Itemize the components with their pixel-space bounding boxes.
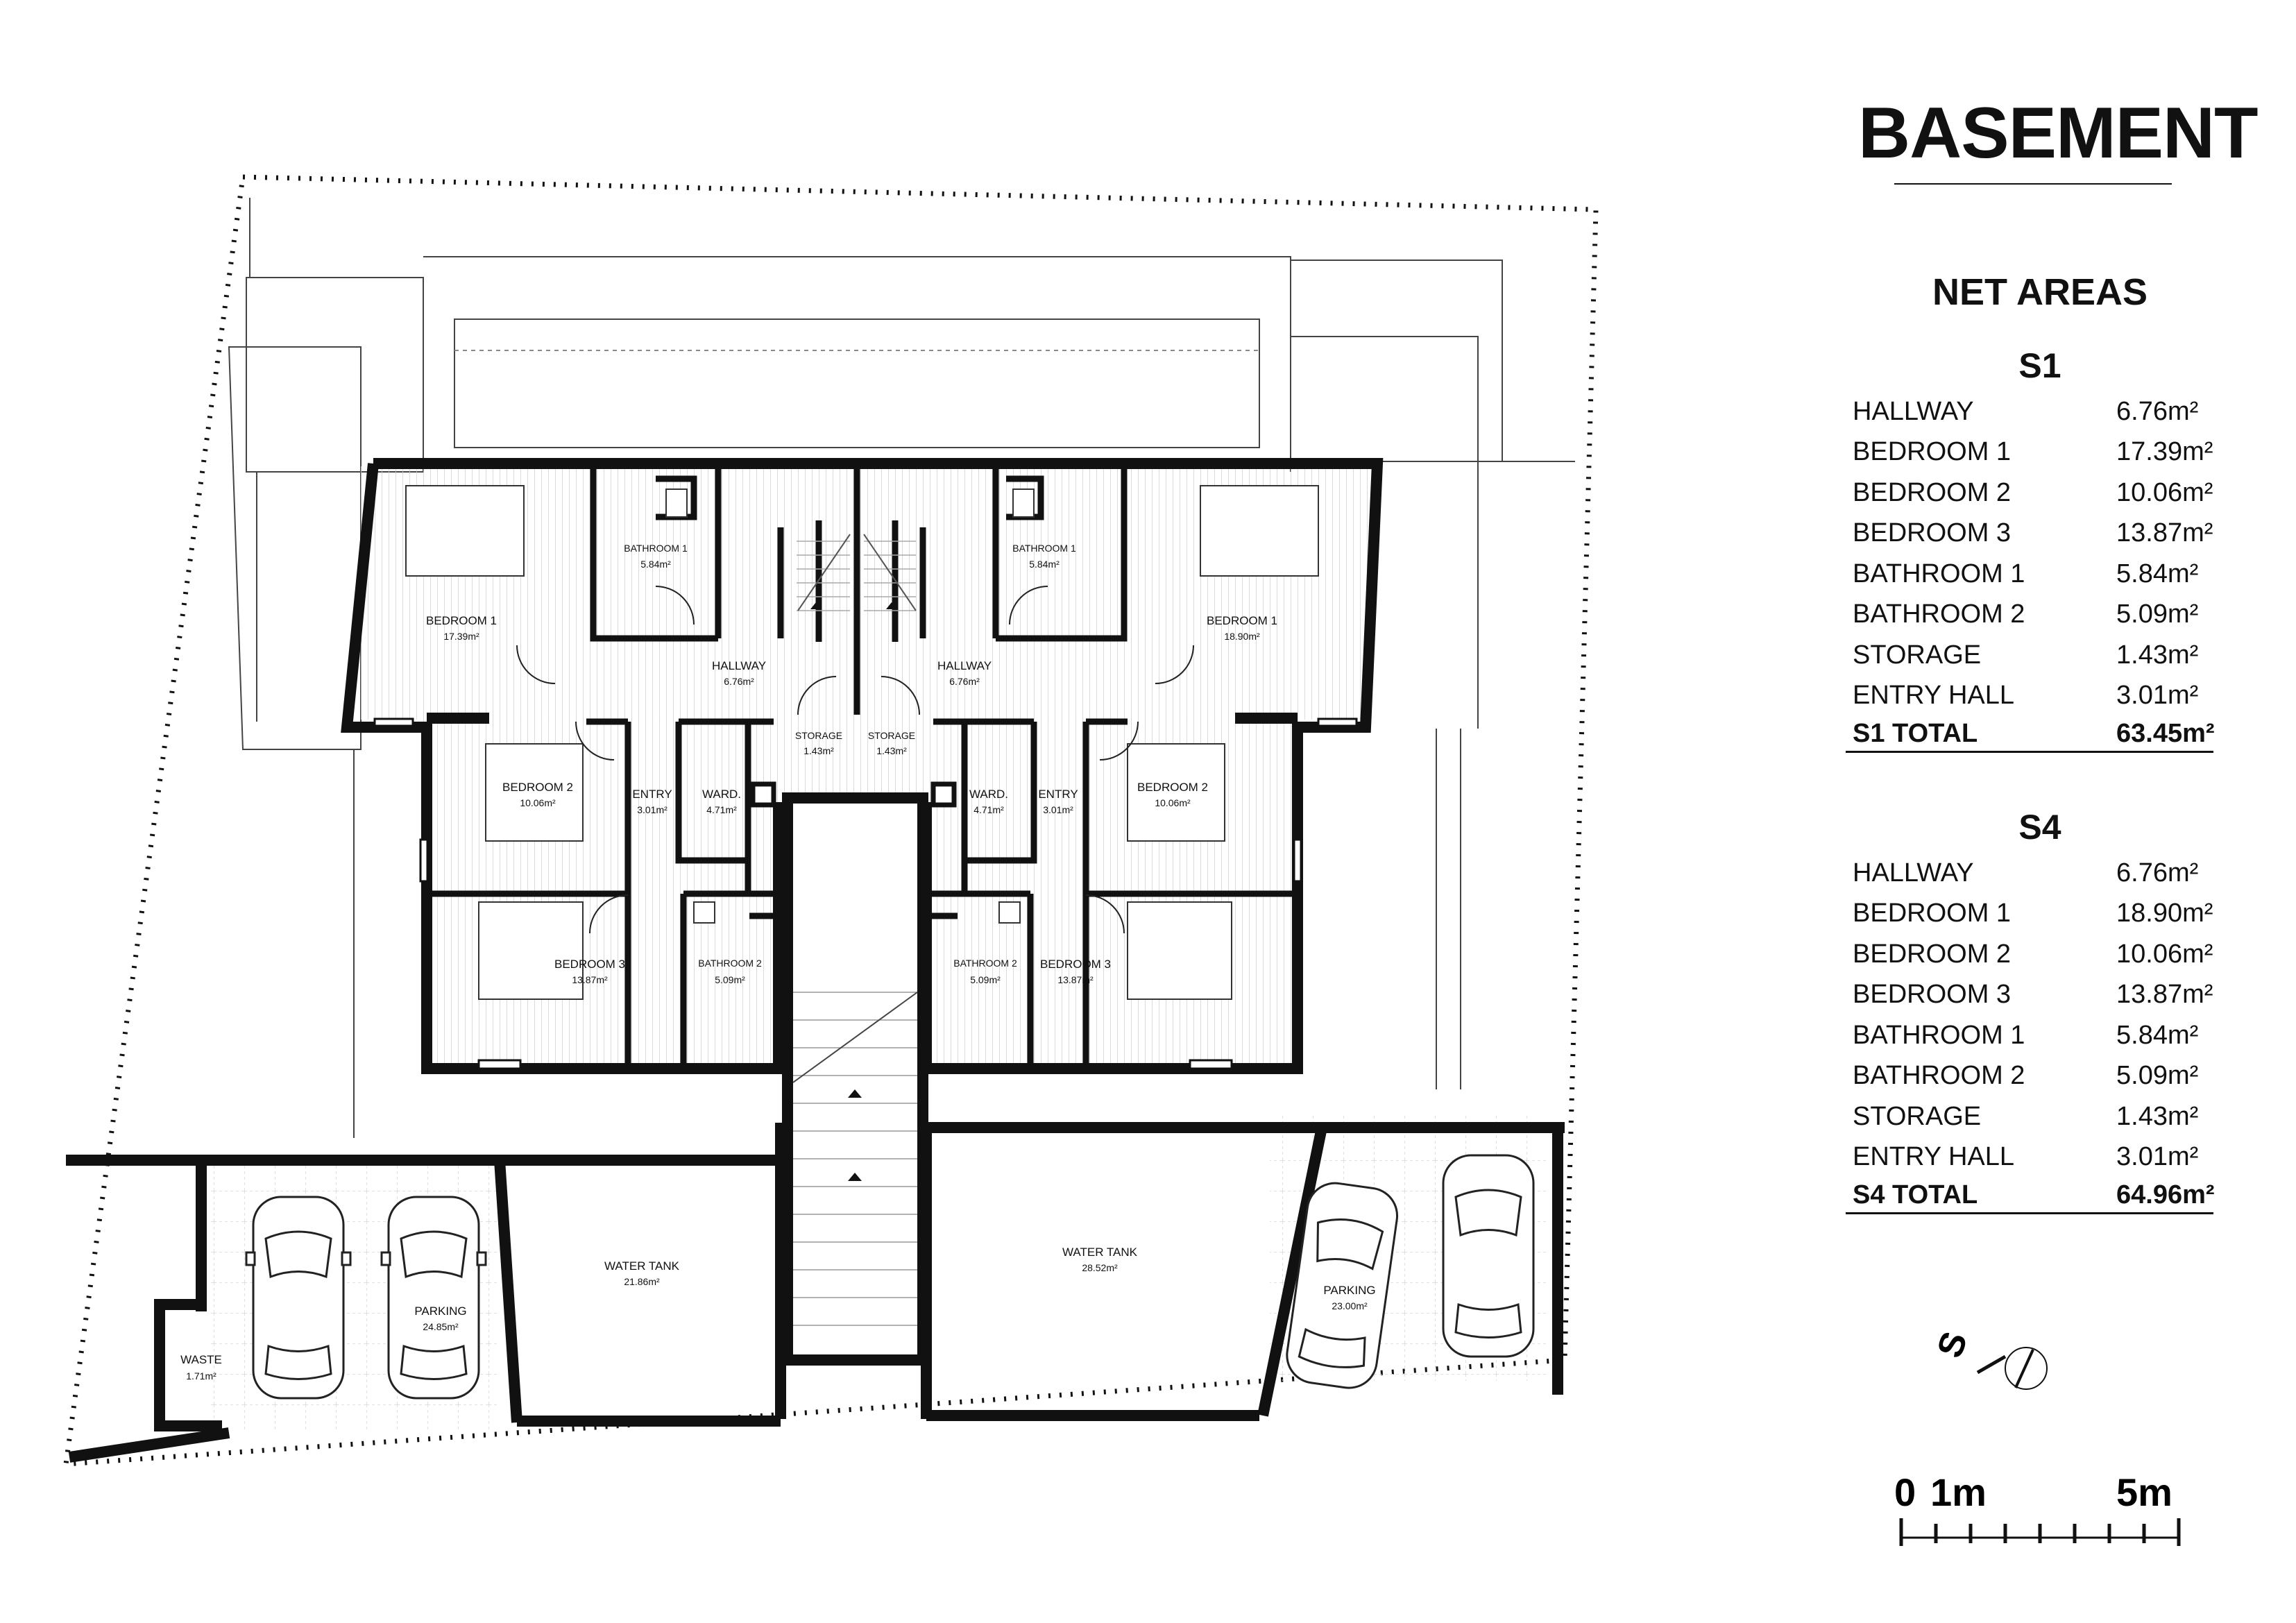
scale-1m: 1m — [1930, 1471, 1987, 1514]
label-l-storage: STORAGE — [795, 730, 842, 741]
label-r-ward: WARD. — [969, 788, 1008, 801]
area-l-bedroom-1: 17.39m² — [443, 631, 479, 642]
area-parking-right: 23.00m² — [1332, 1300, 1368, 1311]
area-l-storage: 1.43m² — [803, 745, 834, 756]
label-parking-right: PARKING — [1323, 1284, 1375, 1297]
furniture — [405, 485, 1319, 1000]
label-r-bedroom-2: BEDROOM 2 — [1137, 781, 1208, 794]
landscape-lines — [228, 198, 1575, 1138]
label-r-bedroom-3: BEDROOM 3 — [1040, 958, 1111, 971]
label-waste: WASTE — [180, 1353, 222, 1366]
drawing-title: BASEMENT — [1858, 93, 2259, 173]
title-underline — [1894, 183, 2172, 185]
north-arrow-icon: S — [1930, 1327, 2048, 1390]
label-l-ward: WARD. — [702, 788, 741, 801]
scale-5m: 5m — [2116, 1471, 2172, 1514]
area-r-entry: 3.01m² — [1043, 804, 1073, 815]
cars — [245, 1154, 1535, 1400]
windows — [373, 717, 1358, 1070]
area-r-bathroom-2: 5.09m² — [970, 974, 1001, 985]
section-s1-heading: S1 — [2018, 346, 2061, 385]
area-l-hallway: 6.76m² — [724, 676, 754, 687]
label-l-bedroom-1: BEDROOM 1 — [426, 614, 497, 627]
area-l-entry: 3.01m² — [637, 804, 667, 815]
area-parking-left: 24.85m² — [423, 1321, 459, 1332]
label-r-bedroom-1: BEDROOM 1 — [1207, 614, 1277, 627]
area-r-hallway: 6.76m² — [949, 676, 980, 687]
label-r-storage: STORAGE — [868, 730, 915, 741]
label-l-entry: ENTRY — [632, 788, 672, 801]
floor-plan: BEDROOM 1 17.39m² BATHROOM 1 5.84m² HALL… — [62, 174, 1599, 1467]
area-l-bedroom-3: 13.87m² — [572, 974, 608, 985]
scale-zero: 0 — [1894, 1471, 1916, 1514]
area-r-bedroom-3: 13.87m² — [1057, 974, 1094, 985]
label-l-bedroom-3: BEDROOM 3 — [554, 958, 625, 971]
label-l-bathroom-2: BATHROOM 2 — [698, 958, 762, 969]
label-parking-left: PARKING — [414, 1305, 466, 1318]
stair — [750, 534, 957, 1366]
area-r-ward: 4.71m² — [973, 804, 1004, 815]
area-l-bedroom-2: 10.06m² — [520, 797, 556, 808]
label-l-bathroom-1: BATHROOM 1 — [624, 543, 688, 554]
label-water-tank-left: WATER TANK — [604, 1259, 680, 1273]
area-l-bathroom-2: 5.09m² — [715, 974, 745, 985]
area-r-bedroom-2: 10.06m² — [1155, 797, 1191, 808]
scale-bar: 0 1m 5m — [1894, 1471, 2181, 1546]
area-r-bedroom-1: 18.90m² — [1224, 631, 1260, 642]
door-swings — [516, 586, 1194, 934]
room-labels: BEDROOM 1 17.39m² BATHROOM 1 5.84m² HALL… — [180, 543, 1376, 1382]
label-water-tank-right: WATER TANK — [1062, 1246, 1138, 1259]
label-r-hallway: HALLWAY — [937, 659, 992, 672]
label-l-hallway: HALLWAY — [712, 659, 766, 672]
north-label: S — [1930, 1327, 1975, 1363]
area-water-tank-left: 21.86m² — [624, 1276, 660, 1287]
label-r-entry: ENTRY — [1038, 788, 1078, 801]
interior-walls — [427, 464, 1298, 1072]
label-r-bathroom-2: BATHROOM 2 — [953, 958, 1017, 969]
label-l-bedroom-2: BEDROOM 2 — [502, 781, 573, 794]
area-r-storage: 1.43m² — [876, 745, 907, 756]
area-r-bathroom-1: 5.84m² — [1029, 559, 1060, 570]
section-s4-heading: S4 — [2018, 808, 2061, 847]
area-l-bathroom-1: 5.84m² — [640, 559, 671, 570]
area-l-ward: 4.71m² — [706, 804, 737, 815]
net-areas-heading: NET AREAS — [1932, 271, 2148, 313]
label-r-bathroom-1: BATHROOM 1 — [1012, 543, 1076, 554]
area-water-tank-right: 28.52m² — [1082, 1262, 1118, 1273]
area-waste: 1.71m² — [186, 1370, 216, 1382]
